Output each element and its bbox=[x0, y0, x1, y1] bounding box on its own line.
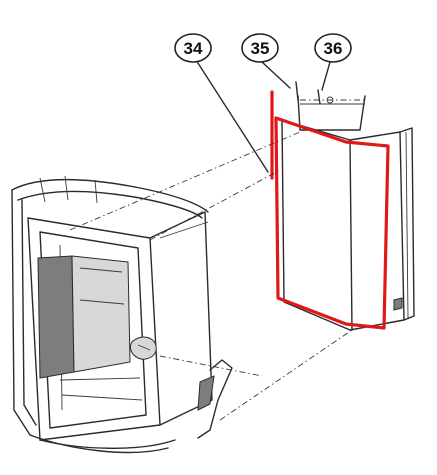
callout-34: 34 bbox=[174, 33, 212, 63]
handle-knob bbox=[129, 336, 157, 360]
leader-lines bbox=[195, 59, 331, 173]
stove-body bbox=[11, 175, 233, 454]
callout-35-label: 35 bbox=[251, 39, 270, 58]
callout-36-label: 36 bbox=[324, 39, 343, 58]
callout-35: 35 bbox=[241, 33, 279, 63]
callout-34-label: 34 bbox=[184, 39, 203, 58]
highlighted-gasket bbox=[270, 90, 390, 330]
alignment-guides bbox=[69, 99, 365, 421]
callout-36: 36 bbox=[314, 33, 352, 63]
firebox-panel bbox=[37, 255, 75, 379]
door-frame bbox=[271, 81, 415, 331]
